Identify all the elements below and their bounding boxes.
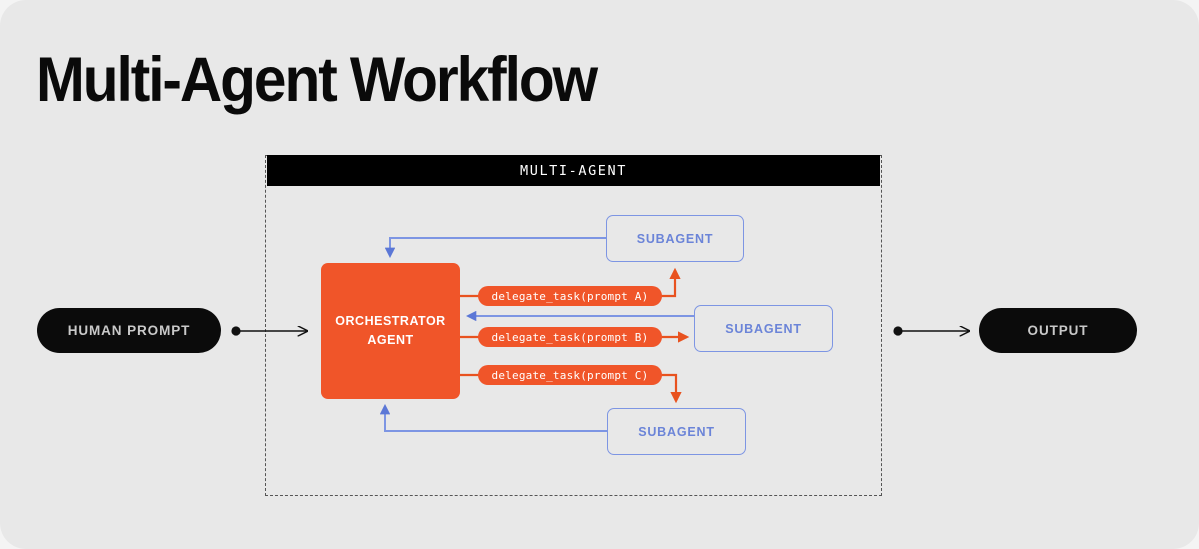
multi-agent-header-label: MULTI-AGENT: [519, 162, 627, 179]
output-connector-dot: [893, 326, 903, 336]
delegate-task-pill-a: delegate_task(prompt A): [478, 286, 662, 306]
subagent-middle-node: SUBAGENT: [694, 305, 833, 352]
subagent-bottom-node: SUBAGENT: [607, 408, 746, 455]
subagent-bottom-label: SUBAGENT: [638, 424, 715, 439]
subagent-middle-label: SUBAGENT: [725, 321, 802, 336]
orchestrator-line-2: AGENT: [367, 333, 414, 347]
orchestrator-line-1: ORCHESTRATOR: [335, 313, 446, 328]
input-connector-dot: [231, 326, 241, 336]
output-node: OUTPUT: [979, 308, 1137, 353]
human-prompt-node: HUMAN PROMPT: [37, 308, 221, 353]
output-label: OUTPUT: [1027, 323, 1089, 338]
orchestrator-agent-node: ORCHESTRATOR AGENT: [321, 263, 460, 399]
human-prompt-label: HUMAN PROMPT: [67, 323, 191, 338]
delegate-task-pill-b: delegate_task(prompt B): [478, 327, 662, 347]
delegate-task-pill-c: delegate_task(prompt C): [478, 365, 662, 385]
page-title: Multi-Agent Workflow: [36, 45, 598, 115]
multi-agent-header: MULTI-AGENT: [267, 155, 880, 186]
subagent-top-label: SUBAGENT: [636, 231, 714, 246]
subagent-top-node: SUBAGENT: [606, 215, 744, 262]
